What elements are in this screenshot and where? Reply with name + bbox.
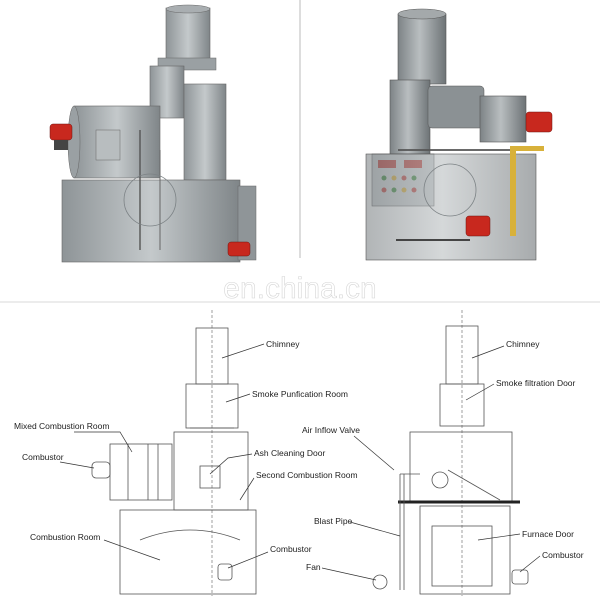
label-mixed-combustion-room: Mixed Combustion Room [14,421,109,431]
label-chimney-left: Chimney [266,339,300,349]
label-air-inflow-valve: Air Inflow Valve [302,425,360,435]
incinerator-photo-left [49,4,257,263]
label-combustion-room: Combustion Room [30,532,100,542]
label-furnace-door: Furnace Door [522,529,574,539]
label-combustor-bottom-left: Combustor [270,544,312,554]
incinerator-photo-right [365,8,553,261]
label-ash-cleaning-door: Ash Cleaning Door [254,448,326,458]
schematic-right [372,310,529,596]
watermark-text: en.china.cn [223,272,376,305]
labels-left: Chimney Smoke Punfication Room Mixed Com… [14,339,358,572]
label-second-combustion-room: Second Combustion Room [256,470,358,480]
label-smoke-filtration-door: Smoke filtration Door [496,378,576,388]
leaders-right [349,345,541,573]
label-chimney-right: Chimney [506,339,540,349]
label-combustor-top-left: Combustor [22,452,64,462]
label-fan: Fan [306,562,321,572]
label-blast-pipe: Blast Pipe [314,516,353,526]
label-combustor-right: Combustor [542,550,584,560]
leaders-left [59,343,377,581]
labels-right: Chimney Smoke filtration Door Air Inflow… [302,339,584,560]
label-smoke-purification-room: Smoke Punfication Room [252,389,348,399]
schematic-left [91,310,257,596]
